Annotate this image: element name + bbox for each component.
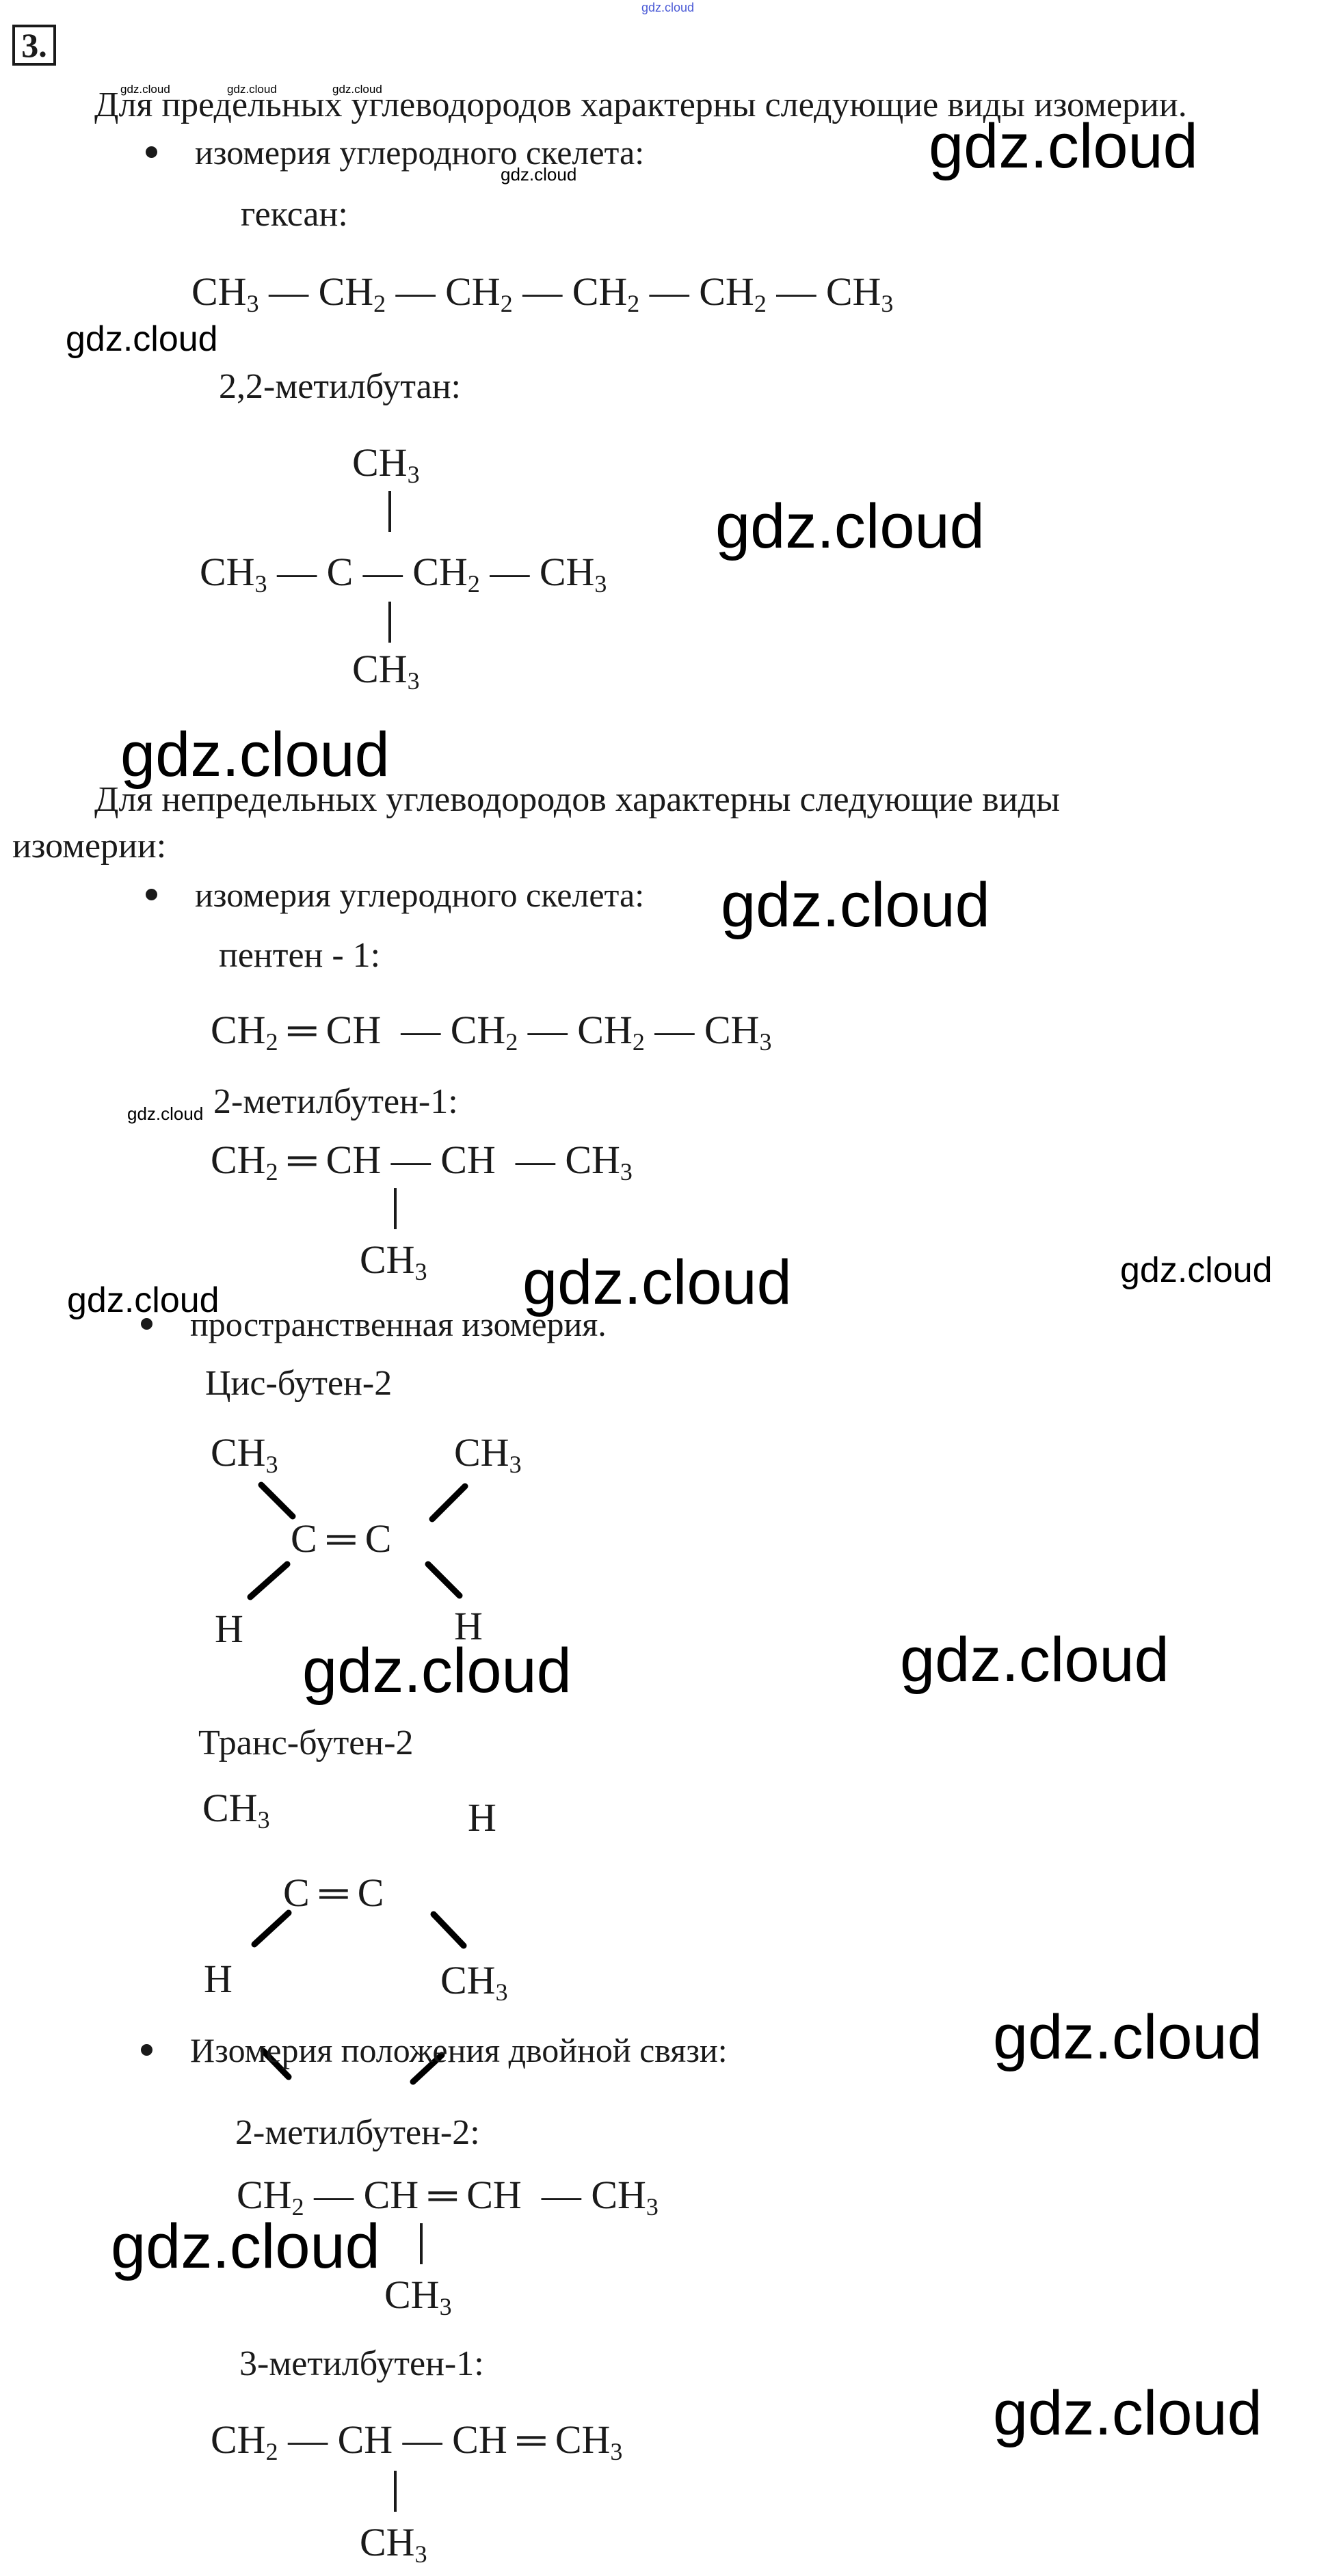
carbon-atom: C — [291, 1516, 317, 1561]
methylbutene2-formula: CH2 — CH ═ CH — CH3 — [237, 2173, 659, 2221]
formula-part: CH3 — [591, 2173, 659, 2221]
methylbutene-3-1-name: 3-метилбутен-1: — [239, 2344, 484, 2383]
bullet-spatial: пространственная изомерия. — [190, 1305, 607, 1343]
cis-name: Цис-бутен-2 — [205, 1364, 393, 1403]
watermark: gdz.cloud — [127, 1103, 204, 1124]
watermark: gdz.cloud — [66, 319, 218, 359]
watermark: gdz.cloud — [1120, 1250, 1273, 1290]
formula-part: CH2 — [318, 269, 386, 318]
trans-bottom-right: CH3 — [440, 1958, 508, 2007]
watermark: gdz.cloud — [67, 1280, 220, 1320]
formula-part: CH — [466, 2173, 522, 2217]
watermark: gdz.cloud — [715, 492, 985, 561]
methylbutene2-branch: CH3 — [384, 2272, 452, 2321]
hexane-formula: CH3 — CH2 — CH2 — CH2 — CH2 — CH3 — [191, 269, 894, 318]
bullet-dot — [141, 2044, 152, 2056]
formula-part: CH3 — [539, 550, 607, 598]
formula-part: CH — [363, 2173, 419, 2217]
formula-part: CH2 — [211, 1138, 278, 1186]
formula-part: CH2 — [445, 269, 513, 318]
trans-name: Транс-бутен-2 — [198, 1723, 414, 1762]
cis-bottom-left: H — [215, 1607, 243, 1651]
trans-top-left: CH3 — [202, 1786, 270, 1834]
formula-part: CH — [452, 2417, 507, 2462]
dimethylbutane-bottom: CH3 — [352, 647, 420, 695]
bullet-dot — [146, 146, 157, 158]
cis-top-right: CH3 — [454, 1430, 522, 1479]
carbon-atom: C — [357, 1870, 384, 1915]
bond-vertical — [394, 2471, 397, 2512]
task-number: 3. — [21, 26, 47, 64]
watermark: gdz.cloud — [929, 111, 1198, 181]
bond-vertical — [388, 602, 391, 643]
methylbutene-3-1-formula: CH2 — CH — CH ═ CH3 — [211, 2417, 623, 2466]
formula-part: CH2 — [577, 1008, 645, 1056]
formula-part: CH2 — [237, 2173, 304, 2221]
pentene-formula: CH2 ═ CH — CH2 — CH2 — CH3 — [211, 1008, 772, 1056]
watermark: gdz.cloud — [332, 83, 382, 96]
formula-part: CH2 — [412, 550, 480, 598]
formula-part: CH3 — [565, 1138, 633, 1186]
unsaturated-intro-line2: изомерии: — [12, 827, 167, 866]
formula-part: CH3 — [704, 1008, 772, 1056]
formula-part: C — [326, 550, 354, 594]
trans-center: C ═ C — [283, 1870, 384, 1915]
watermark: gdz.cloud — [120, 83, 170, 96]
cis-bottom-right: H — [454, 1604, 483, 1648]
cis-center: C ═ C — [291, 1516, 392, 1561]
watermark: gdz.cloud — [302, 1636, 572, 1706]
formula-part: CH2 — [699, 269, 767, 318]
formula-part: CH2 — [450, 1008, 518, 1056]
formula-part: CH3 — [191, 269, 259, 318]
cis-top-left: CH3 — [211, 1430, 278, 1479]
top-watermark: gdz.cloud — [641, 1, 695, 14]
watermark: gdz.cloud — [120, 720, 390, 790]
bullet-dot — [146, 889, 157, 900]
bond-vertical — [388, 491, 391, 532]
trans-top-right: H — [468, 1795, 496, 1840]
formula-part: CH3 — [555, 2417, 623, 2466]
task-number-box: 3. — [12, 25, 56, 66]
formula-part: CH3 — [825, 269, 894, 318]
dimethylbutane-main: CH3 — C — CH2 — CH3 — [200, 550, 607, 598]
carbon-atom: C — [283, 1870, 310, 1915]
watermark: gdz.cloud — [111, 2212, 380, 2281]
methylbutene-3-1-branch: CH3 — [360, 2520, 427, 2568]
watermark: gdz.cloud — [993, 2378, 1262, 2448]
formula-part: CH2 — [211, 1008, 278, 1056]
formula-part: CH — [440, 1138, 496, 1182]
formula-part: CH — [337, 2417, 393, 2462]
watermark: gdz.cloud — [721, 870, 990, 940]
bullet-dot — [141, 1318, 152, 1330]
hexane-name: гексан: — [241, 195, 348, 234]
watermark: gdz.cloud — [227, 83, 277, 96]
carbon-atom: C — [364, 1516, 392, 1561]
watermark: gdz.cloud — [522, 1248, 792, 1317]
formula-part: CH3 — [200, 550, 267, 598]
methylbutene1-formula: CH2 ═ CH — CH — CH3 — [211, 1138, 633, 1186]
methylbutene2-name: 2-метилбутен-2: — [235, 2113, 480, 2152]
watermark: gdz.cloud — [501, 164, 577, 185]
dimethylbutane-top: CH3 — [352, 440, 420, 489]
formula-part: CH — [326, 1138, 382, 1182]
pentene-name: пентен - 1: — [219, 936, 381, 975]
formula-part: CH2 — [211, 2417, 278, 2466]
trans-bottom-left: H — [204, 1957, 233, 2001]
bond-vertical — [394, 1188, 397, 1229]
methylbutene1-name: 2-метилбутен-1: — [213, 1082, 458, 1121]
dimethylbutane-name: 2,2-метилбутан: — [219, 367, 461, 406]
formula-part: CH — [326, 1008, 382, 1052]
saturated-intro: Для предельных углеводородов характерны … — [94, 85, 1187, 124]
bullet-double-bond: Изомерия положения двойной связи: — [190, 2031, 728, 2069]
saturated-bullet-skeleton: изомерия углеродного скелета: — [195, 133, 645, 172]
unsaturated-intro-line1: Для непредельных углеводородов характерн… — [94, 780, 1060, 819]
unsaturated-bullet-skeleton: изомерия углеродного скелета: — [195, 876, 645, 914]
watermark: gdz.cloud — [993, 2002, 1262, 2072]
bond-vertical — [420, 2223, 423, 2264]
formula-part: CH2 — [572, 269, 640, 318]
watermark: gdz.cloud — [900, 1625, 1169, 1695]
methylbutene1-branch: CH3 — [360, 1237, 427, 1286]
